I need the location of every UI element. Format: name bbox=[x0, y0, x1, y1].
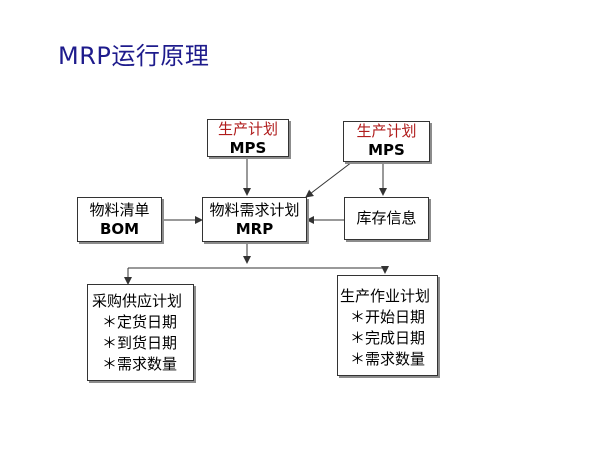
production-item: ＊完成日期 bbox=[350, 329, 426, 347]
arrow-mps-right-to-mrp bbox=[305, 161, 353, 198]
mrp-code: MRP bbox=[235, 220, 274, 238]
purchase-item: ＊到货日期 bbox=[102, 334, 178, 352]
purchase-plan-box: 采购供应计划 ＊定货日期 ＊到货日期 ＊需求数量 bbox=[87, 284, 194, 381]
production-item: ＊需求数量 bbox=[350, 350, 426, 368]
purchase-item: ＊需求数量 bbox=[102, 355, 178, 373]
mps-left-code: MPS bbox=[229, 139, 267, 157]
bom-label: 物料清单 bbox=[89, 201, 150, 219]
purchase-item: ＊定货日期 bbox=[102, 313, 178, 331]
mps-right-code: MPS bbox=[368, 141, 405, 159]
production-plan-box: 生产作业计划 ＊开始日期 ＊完成日期 ＊需求数量 bbox=[337, 275, 438, 376]
production-plan-header: 生产作业计划 bbox=[340, 287, 431, 305]
bom-box: 物料清单 BOM bbox=[77, 197, 162, 242]
page-title: MRP运行原理 bbox=[58, 42, 210, 70]
mps-left-label: 生产计划 bbox=[217, 120, 278, 138]
purchase-plan-header: 采购供应计划 bbox=[92, 292, 183, 310]
mrp-label: 物料需求计划 bbox=[209, 201, 300, 219]
production-item: ＊开始日期 bbox=[350, 308, 426, 326]
mps-right-label: 生产计划 bbox=[356, 122, 417, 140]
bom-code: BOM bbox=[99, 220, 140, 238]
mps-right-box: 生产计划 MPS bbox=[343, 121, 430, 162]
mps-left-box: 生产计划 MPS bbox=[207, 119, 289, 157]
inventory-box: 库存信息 bbox=[344, 197, 429, 240]
mrp-box: 物料需求计划 MRP bbox=[202, 197, 307, 242]
inventory-label: 库存信息 bbox=[356, 209, 417, 227]
